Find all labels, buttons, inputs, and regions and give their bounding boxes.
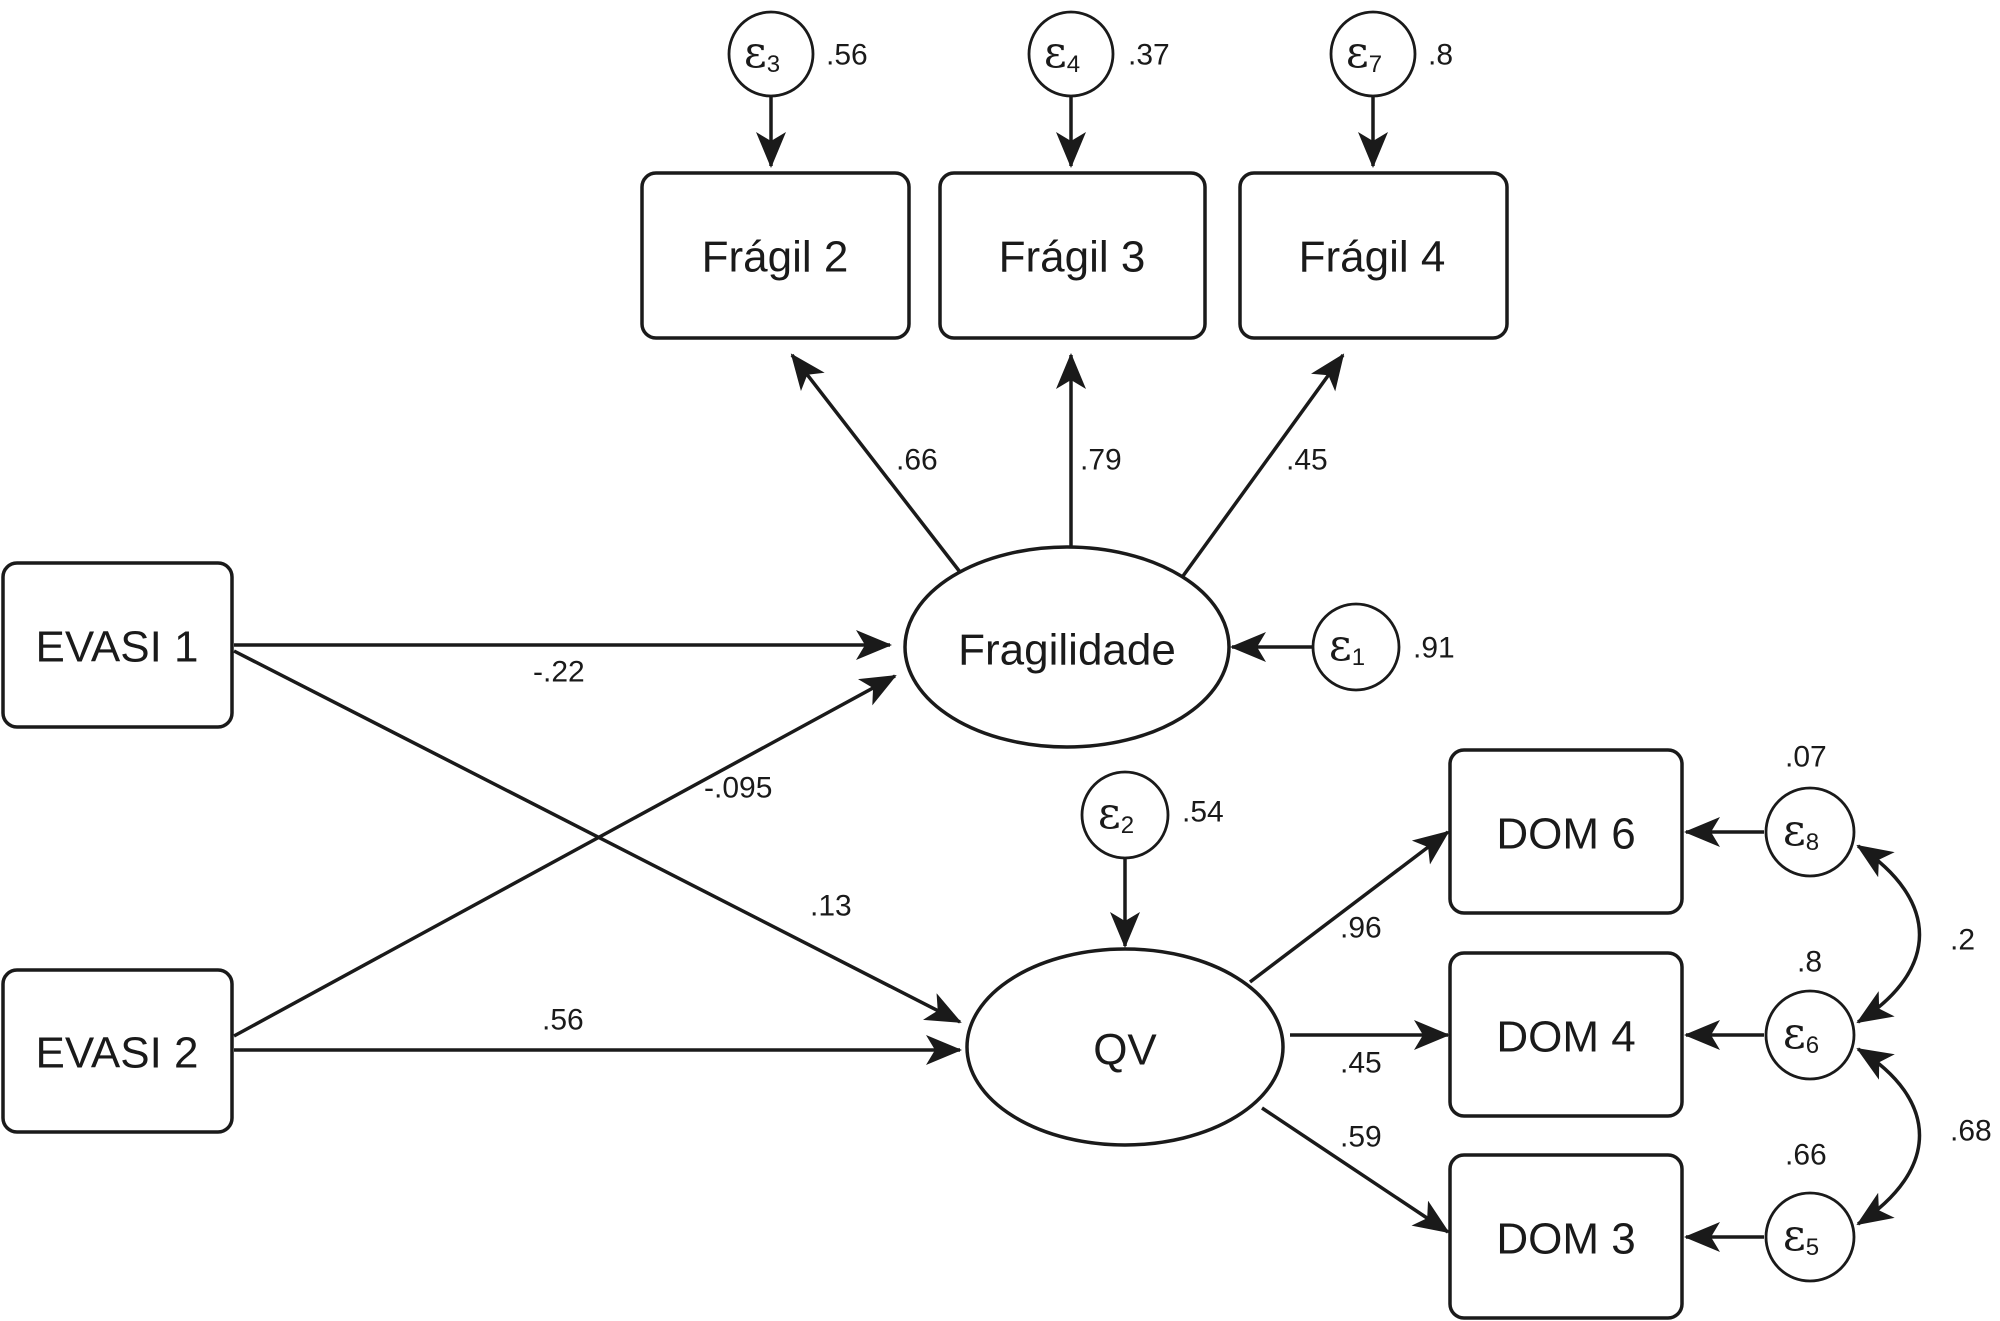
error-e2-symbol: ε2 [1098, 788, 1134, 839]
error-e8-variance: .07 [1785, 741, 1827, 774]
coef-fragilidade-fragil3: .79 [1080, 444, 1122, 477]
node-evasi1-label: EVASI 1 [35, 623, 198, 672]
coef-evasi2-fragilidade: -.095 [704, 772, 772, 805]
node-qv-label: QV [1093, 1026, 1157, 1075]
error-e1-symbol: ε1 [1329, 620, 1365, 671]
node-dom6: DOM 6 [1448, 748, 1684, 915]
edge-evasi2-fragilidade [233, 674, 897, 1038]
coef-cov-e8-e6: .2 [1950, 924, 1975, 957]
node-evasi2-label: EVASI 2 [35, 1029, 198, 1078]
error-e2-variance: .54 [1182, 796, 1224, 829]
node-dom3: DOM 3 [1448, 1153, 1684, 1320]
error-e5-variance: .66 [1785, 1139, 1827, 1172]
node-fragilidade-label: Fragilidade [958, 626, 1176, 675]
error-e6-variance: .8 [1797, 946, 1822, 979]
error-e3: ε3 .56 [727, 10, 868, 98]
error-e6-symbol: ε6 [1783, 1008, 1819, 1059]
error-e2: ε2 .54 [1080, 770, 1224, 860]
error-e4: ε4 .37 [1027, 10, 1170, 98]
covariance-e6-e5 [1856, 1047, 1922, 1226]
node-dom4: DOM 4 [1448, 951, 1684, 1118]
node-dom3-label: DOM 3 [1496, 1215, 1635, 1264]
edge-fragilidade-fragil2 [790, 353, 962, 574]
coef-qv-dom3: .59 [1340, 1121, 1382, 1154]
coef-evasi1-qv: .13 [810, 890, 852, 923]
error-e5-symbol: ε5 [1783, 1210, 1819, 1261]
node-qv: QV [965, 947, 1285, 1147]
error-e7-symbol: ε7 [1346, 27, 1382, 78]
coef-evasi2-qv: .56 [542, 1004, 584, 1037]
node-fragil2-label: Frágil 2 [702, 233, 849, 282]
node-fragilidade: Fragilidade [903, 545, 1231, 749]
node-dom4-label: DOM 4 [1496, 1013, 1635, 1062]
error-e4-symbol: ε4 [1044, 27, 1080, 78]
node-fragil4: Frágil 4 [1238, 171, 1509, 340]
coef-cov-e6-e5: .68 [1950, 1115, 1992, 1148]
error-e5: ε5 .66 [1764, 1139, 1856, 1283]
error-e1-variance: .91 [1413, 632, 1455, 665]
error-e7: ε7 .8 [1329, 10, 1453, 98]
coef-fragilidade-fragil2: .66 [896, 444, 938, 477]
error-e8: ε8 .07 [1764, 741, 1856, 878]
node-fragil2: Frágil 2 [640, 171, 911, 340]
edge-evasi1-qv [233, 649, 962, 1024]
coef-qv-dom6: .96 [1340, 912, 1382, 945]
node-fragil3-label: Frágil 3 [999, 233, 1146, 282]
coef-qv-dom4: .45 [1340, 1047, 1382, 1080]
error-e7-variance: .8 [1428, 39, 1453, 72]
error-e3-symbol: ε3 [744, 27, 780, 78]
node-fragil4-label: Frágil 4 [1299, 233, 1446, 282]
coef-fragilidade-fragil4: .45 [1286, 444, 1328, 477]
node-evasi1: EVASI 1 [1, 561, 234, 729]
error-e6: ε6 .8 [1764, 946, 1856, 1081]
node-evasi2: EVASI 2 [1, 968, 234, 1134]
edge-qv-dom6 [1248, 830, 1450, 984]
error-e4-variance: .37 [1128, 39, 1170, 72]
covariance-e8-e6 [1856, 844, 1922, 1024]
error-e1: ε1 .91 [1311, 602, 1455, 692]
node-fragil3: Frágil 3 [938, 171, 1207, 340]
edge-fragilidade-fragil4 [1181, 353, 1345, 578]
coef-evasi1-fragilidade: -.22 [533, 656, 585, 689]
node-dom6-label: DOM 6 [1496, 810, 1635, 859]
error-e3-variance: .56 [826, 39, 868, 72]
error-e8-symbol: ε8 [1783, 805, 1819, 856]
edge-qv-dom3 [1261, 1106, 1450, 1234]
